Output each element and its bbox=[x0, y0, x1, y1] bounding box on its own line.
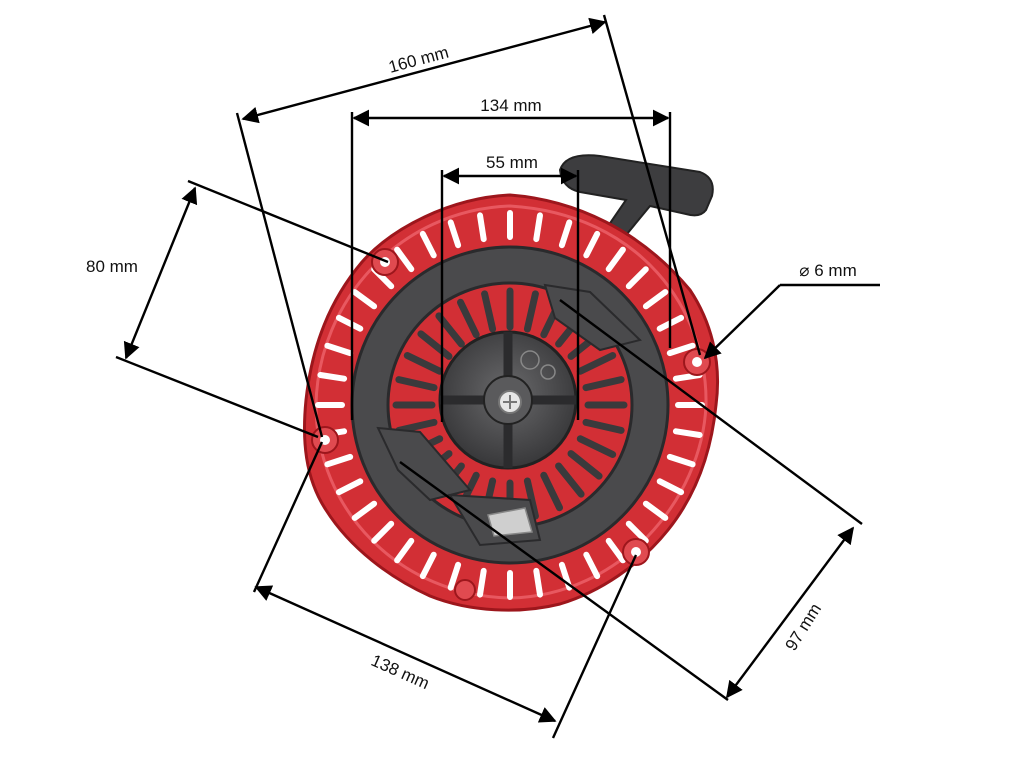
cooling-slot bbox=[335, 314, 364, 332]
center-hub bbox=[438, 330, 578, 470]
dimension-80: 80 mm bbox=[86, 257, 138, 276]
inner-fin bbox=[523, 477, 539, 520]
cooling-slot bbox=[625, 266, 649, 290]
ratchet-pawls bbox=[376, 283, 642, 547]
cooling-slot bbox=[583, 230, 601, 259]
inner-fin bbox=[582, 418, 625, 434]
cooling-slot bbox=[351, 500, 378, 521]
cooling-slot bbox=[656, 478, 685, 496]
cooling-slot bbox=[642, 500, 669, 521]
dimension-134: 134 mm bbox=[480, 96, 541, 115]
cooling-slot bbox=[351, 289, 378, 310]
cooling-slot bbox=[419, 230, 437, 259]
cooling-slot bbox=[447, 219, 462, 249]
cooling-slot bbox=[371, 520, 395, 544]
inner-fin bbox=[395, 418, 438, 434]
cooling-slot bbox=[324, 342, 354, 357]
cooling-slot bbox=[477, 567, 487, 598]
cooling-slots bbox=[315, 210, 705, 600]
inner-fin bbox=[481, 290, 497, 333]
cooling-slot bbox=[666, 453, 696, 468]
inner-fin bbox=[576, 352, 617, 375]
dimension-97: 97 mm bbox=[782, 600, 826, 654]
cooling-slot bbox=[317, 372, 348, 382]
cooling-slot bbox=[672, 428, 703, 438]
cooling-slot bbox=[583, 551, 601, 580]
inner-fin bbox=[540, 471, 563, 512]
cooling-slot bbox=[605, 246, 626, 273]
cooling-slot bbox=[625, 520, 649, 544]
inner-fin bbox=[523, 290, 539, 333]
inner-fin bbox=[417, 330, 453, 360]
cooling-slot bbox=[447, 561, 462, 591]
cooling-slot bbox=[394, 537, 415, 564]
inner-fin bbox=[567, 450, 603, 480]
cooling-slot bbox=[642, 289, 669, 310]
dimension-hole-6: ⌀ 6 mm bbox=[799, 261, 856, 280]
cooling-slot bbox=[558, 219, 573, 249]
cooling-slot bbox=[605, 537, 626, 564]
cooling-slot bbox=[335, 478, 364, 496]
inner-fin bbox=[457, 298, 480, 339]
hole-icon bbox=[631, 547, 641, 557]
cooling-slot bbox=[477, 212, 487, 243]
cooling-slot bbox=[533, 212, 543, 243]
inner-fin bbox=[582, 376, 625, 392]
cooling-slot bbox=[324, 453, 354, 468]
inner-fin bbox=[555, 462, 585, 498]
cooling-slot bbox=[394, 246, 415, 273]
dimension-138: 138 mm bbox=[368, 651, 432, 693]
dimension-55: 55 mm bbox=[486, 153, 538, 172]
inner-fin bbox=[576, 435, 617, 458]
inner-fin bbox=[395, 376, 438, 392]
cooling-slot bbox=[419, 551, 437, 580]
hole-icon bbox=[692, 357, 702, 367]
cooling-slot bbox=[533, 567, 543, 598]
cooling-slot bbox=[666, 342, 696, 357]
inner-fin bbox=[403, 352, 444, 375]
